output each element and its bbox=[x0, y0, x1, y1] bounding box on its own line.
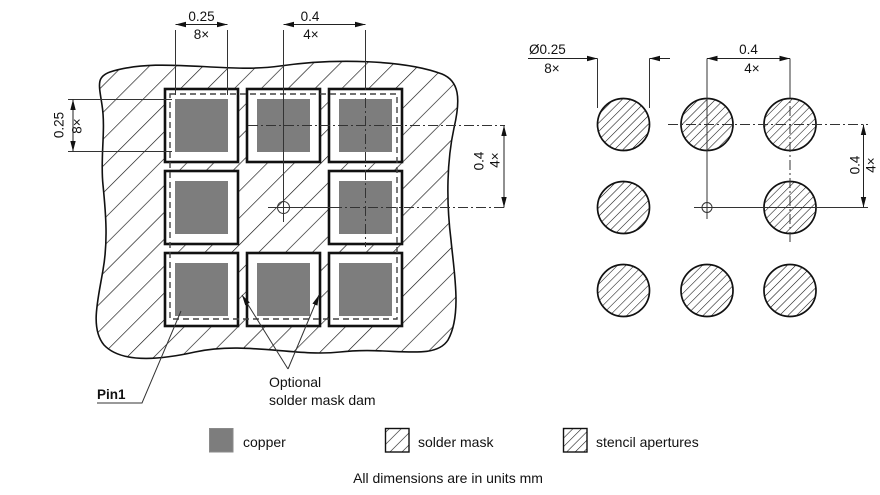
copper-pad bbox=[339, 263, 392, 316]
dim-pad-height-value: 0.25 bbox=[52, 112, 67, 138]
construction-lines-left bbox=[68, 30, 505, 247]
dim-pitch-v-value: 0.4 bbox=[472, 151, 487, 170]
dim-stencil-pitch-v-count: 4× bbox=[864, 157, 879, 172]
stencil-diagram: Ø0.25 8× 0.4 4× 0.4 4× bbox=[528, 42, 879, 318]
center-mark bbox=[277, 201, 290, 214]
stencil-aperture-circle bbox=[680, 263, 734, 318]
dim-pad-width-value: 0.25 bbox=[188, 9, 214, 24]
dim-pad-height-count: 8× bbox=[70, 118, 85, 133]
copper-pad bbox=[175, 263, 228, 316]
dim-aperture-count: 8× bbox=[544, 61, 559, 76]
legend-solder-mask-label: solder mask bbox=[418, 434, 494, 450]
stencil-aperture-circle bbox=[596, 97, 651, 152]
stencil-aperture-circle bbox=[596, 263, 651, 318]
dimensions-right: Ø0.25 8× 0.4 4× 0.4 4× bbox=[528, 42, 879, 208]
dimensions-left: 0.25 8× 0.4 4× 0.25 8× 0.4 4× bbox=[52, 9, 507, 208]
dim-stencil-pitch-h-value: 0.4 bbox=[739, 42, 758, 57]
dim-pitch-h-count: 4× bbox=[303, 27, 318, 42]
dam-label-line2: solder mask dam bbox=[269, 392, 376, 408]
copper-pad bbox=[175, 99, 228, 152]
land-pattern-diagram: 0.25 8× 0.4 4× 0.25 8× 0.4 4× Pin1 Optio… bbox=[52, 9, 507, 408]
pin1-callout: Pin1 bbox=[97, 310, 182, 404]
copper-pad bbox=[175, 181, 228, 234]
stencil-aperture-circle bbox=[763, 263, 817, 318]
legend-swatch-solder-mask bbox=[384, 427, 410, 453]
dim-stencil-pitch-h-count: 4× bbox=[744, 61, 759, 76]
dim-pitch-v-count: 4× bbox=[488, 152, 503, 167]
center-mark bbox=[701, 202, 713, 213]
pin1-label: Pin1 bbox=[97, 387, 126, 402]
copper-pad bbox=[257, 263, 310, 316]
legend-swatch-stencil-apertures bbox=[562, 427, 588, 453]
units-note: All dimensions are in units mm bbox=[353, 470, 543, 486]
legend-swatch-copper bbox=[209, 428, 234, 453]
legend-stencil-apertures-label: stencil apertures bbox=[596, 434, 699, 450]
construction-lines-right bbox=[597, 58, 868, 245]
dim-pad-width-count: 8× bbox=[194, 27, 209, 42]
dim-stencil-pitch-v-value: 0.4 bbox=[848, 155, 863, 174]
dim-aperture-value: Ø0.25 bbox=[529, 42, 566, 57]
dim-pitch-h-value: 0.4 bbox=[301, 9, 320, 24]
dam-label-line1: Optional bbox=[269, 374, 321, 390]
legend: copper solder mask stencil apertures bbox=[209, 427, 699, 453]
legend-copper-label: copper bbox=[243, 434, 286, 450]
solder-mask-dam-callout: Optional solder mask dam bbox=[241, 294, 376, 408]
stencil-aperture-circle bbox=[596, 180, 651, 235]
